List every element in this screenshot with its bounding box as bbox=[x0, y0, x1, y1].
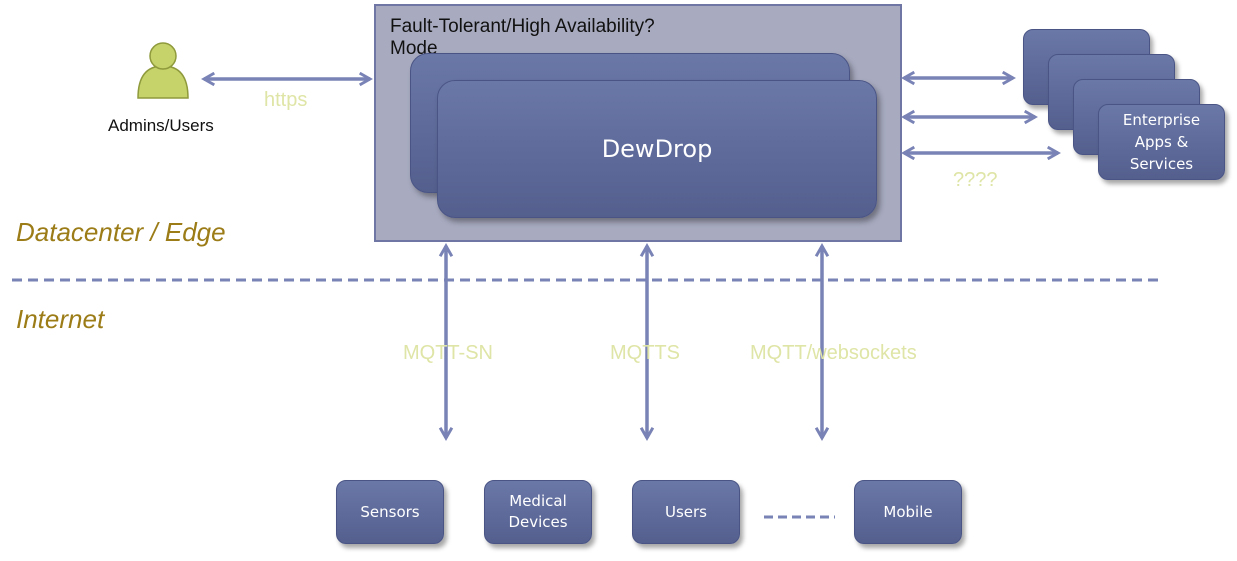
enterprise-label-line3: Services bbox=[1129, 155, 1194, 173]
cluster-title: Fault-Tolerant/High Availability? Mode bbox=[390, 16, 655, 60]
device-mobile-label: Mobile bbox=[883, 502, 933, 521]
user-icon bbox=[137, 42, 189, 99]
dewdrop-label: DewDrop bbox=[601, 135, 713, 163]
cluster-title-line1: Fault-Tolerant/High Availability? bbox=[390, 16, 655, 37]
device-sensors: Sensors bbox=[336, 480, 444, 544]
enterprise-apps-services: Enterprise Apps & Services bbox=[1098, 104, 1225, 180]
admins-label: Admins/Users bbox=[108, 116, 214, 135]
mqtts-label: MQTTS bbox=[610, 342, 680, 364]
https-label: https bbox=[264, 89, 308, 111]
enterprise-protocol-label: ???? bbox=[953, 169, 998, 191]
internet-zone-label: Internet bbox=[16, 304, 105, 334]
mqtt-sn-label: MQTT-SN bbox=[403, 342, 493, 364]
device-medical: Medical Devices bbox=[484, 480, 592, 544]
device-mobile: Mobile bbox=[854, 480, 962, 544]
dewdrop-node: DewDrop bbox=[437, 80, 877, 218]
device-users: Users bbox=[632, 480, 740, 544]
device-sensors-label: Sensors bbox=[360, 502, 420, 521]
enterprise-label-line2: Apps & bbox=[1134, 133, 1189, 151]
mqtt-ws-label: MQTT/websockets bbox=[750, 342, 917, 364]
datacenter-zone-label: Datacenter / Edge bbox=[16, 217, 226, 247]
device-medical-line1: Medical bbox=[509, 492, 567, 510]
enterprise-label-line1: Enterprise bbox=[1122, 111, 1201, 129]
device-users-label: Users bbox=[664, 502, 707, 521]
device-medical-line2: Devices bbox=[508, 513, 568, 531]
